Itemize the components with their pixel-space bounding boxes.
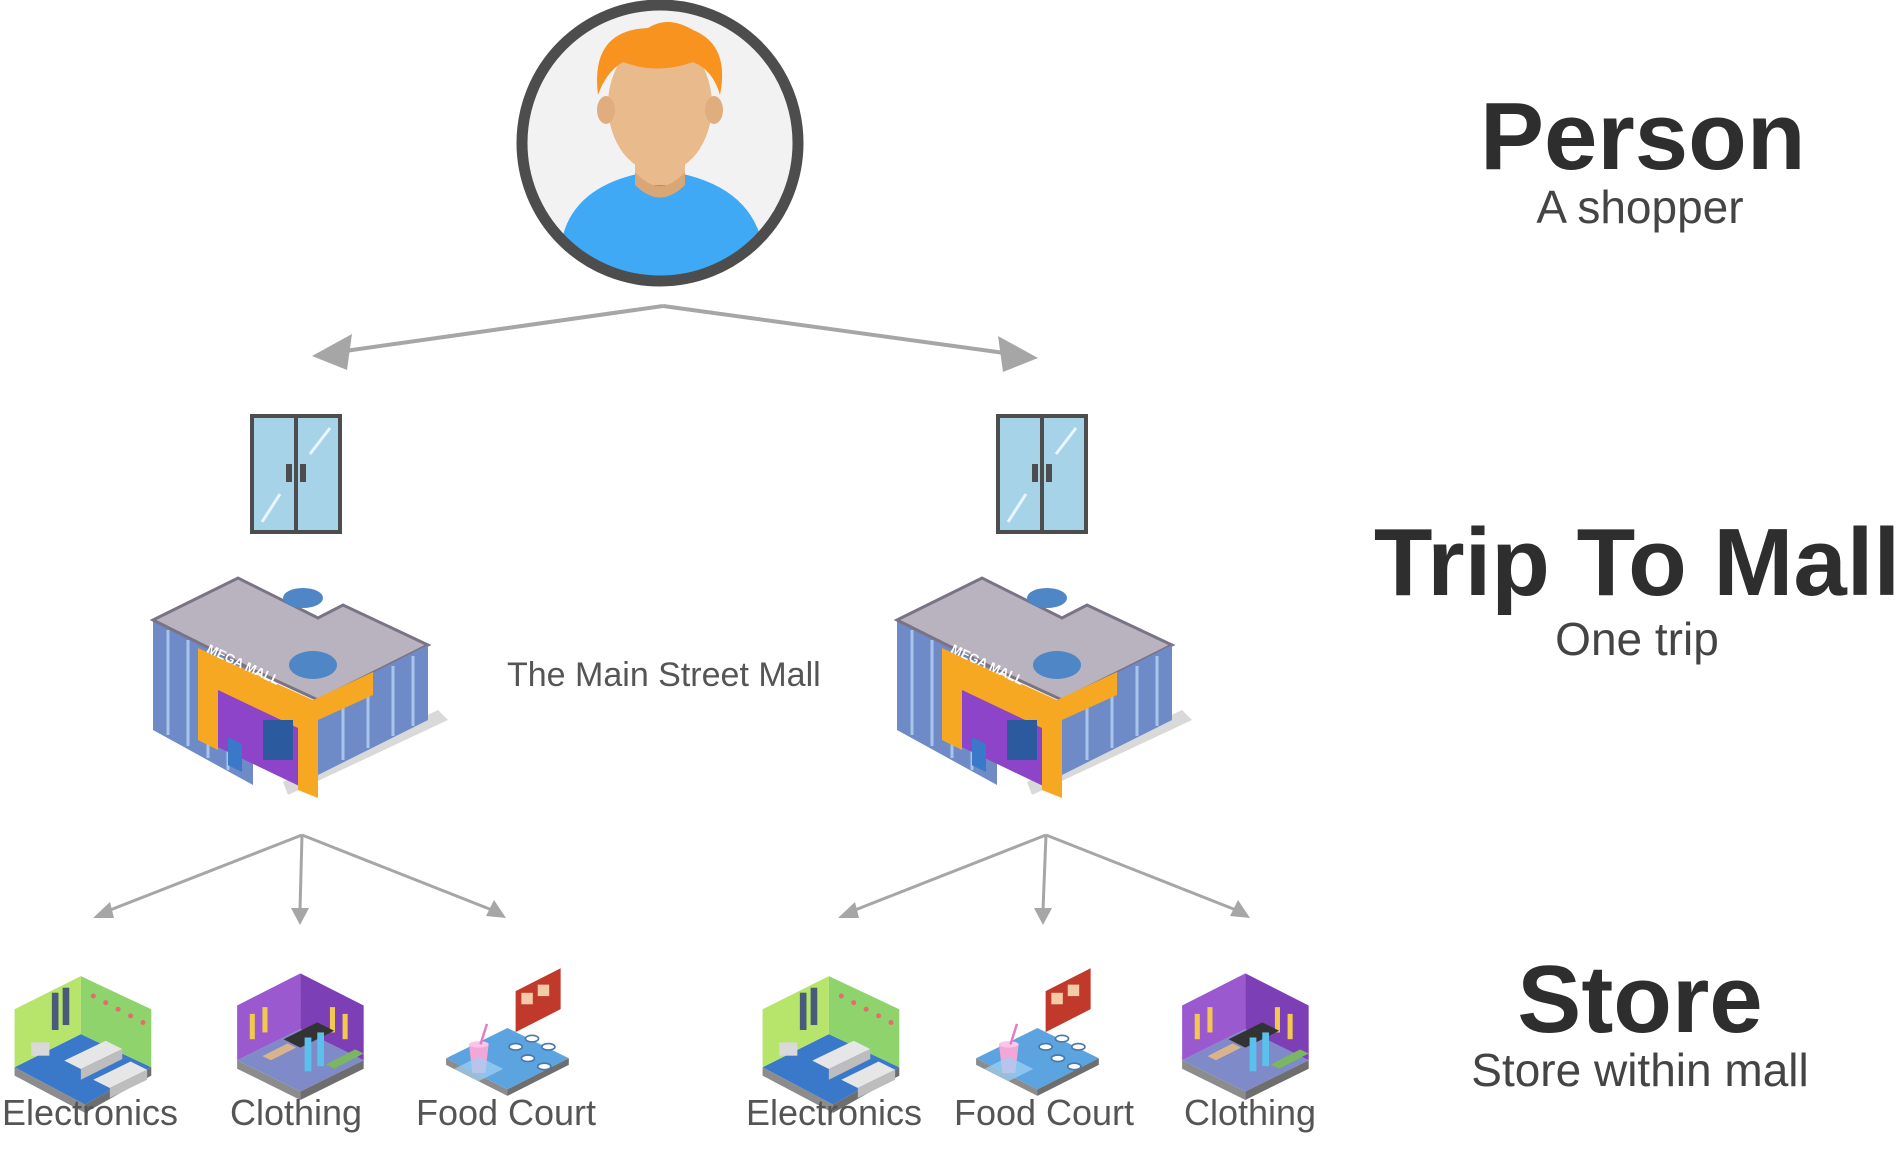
face-shape (608, 37, 712, 173)
store-label: Food Court (953, 1092, 1135, 1133)
mall-building-icon: MEGA MALL (893, 576, 1192, 798)
food-court-store-icon (974, 967, 1101, 1098)
hair-shape (597, 21, 723, 95)
store-label: Clothing (1183, 1092, 1317, 1133)
store-label: Food Court (415, 1092, 597, 1133)
food-court-store-icon (444, 967, 571, 1098)
arrowhead (312, 334, 352, 370)
level-subtitle-store: Store within mall (1471, 1044, 1809, 1096)
level-title-store: Store (1517, 946, 1763, 1053)
clothing-store-icon (1182, 973, 1309, 1100)
mall-building-icon: MEGA MALL (149, 576, 448, 798)
level-subtitle-trip: One trip (1555, 613, 1719, 665)
store-label: Clothing (229, 1092, 363, 1133)
level-subtitle-person: A shopper (1536, 181, 1744, 233)
store-label: Electronics (1, 1092, 179, 1133)
door-icon (996, 414, 1088, 534)
mall-label: The Main Street Mall (507, 656, 821, 694)
store-label: Electronics (745, 1092, 923, 1133)
person-avatar (516, 0, 804, 287)
level-title-person: Person (1480, 83, 1806, 190)
clothing-store-icon (237, 973, 364, 1100)
door-icon (250, 414, 342, 534)
arrowhead (998, 336, 1038, 372)
level-title-trip: Trip To Mall (1373, 509, 1901, 616)
